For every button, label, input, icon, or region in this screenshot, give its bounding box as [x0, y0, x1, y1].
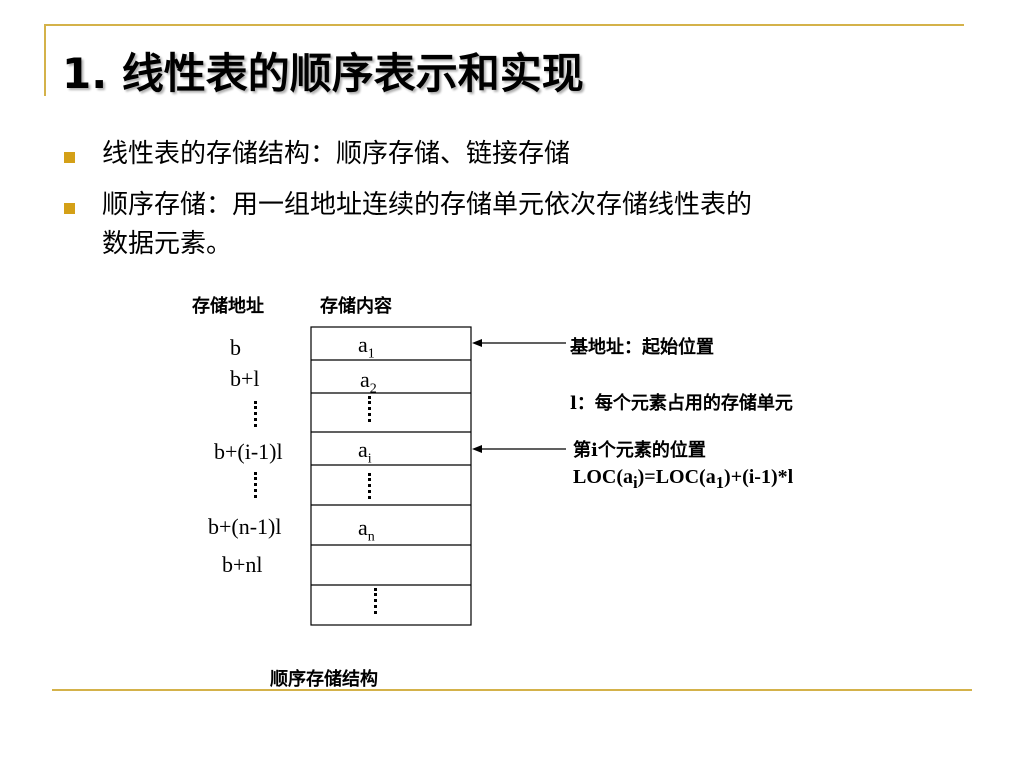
- left-divider: [44, 24, 46, 96]
- annotation-ith-position: 第i个元素的位置: [573, 440, 706, 461]
- bullet-2-text-cont: 数据元素。: [102, 229, 233, 259]
- address-b-nl: b+nl: [222, 552, 263, 577]
- address-b-plus-l: b+l: [230, 366, 260, 391]
- arrow-ith-head: [472, 445, 482, 453]
- cell-an: an: [358, 515, 375, 545]
- annotation-base-address: 基地址：起始位置: [570, 337, 714, 358]
- header-content: 存储内容: [320, 296, 392, 317]
- arrow-base-head: [472, 339, 482, 347]
- memory-block-outline: [310, 326, 472, 626]
- formula-loc: LOC(ai)=LOC(a1)+(i-1)*l: [573, 466, 794, 492]
- cell-a1: a1: [358, 332, 375, 362]
- vertical-ellipsis-icon: [254, 472, 260, 498]
- cell-ai: ai: [358, 437, 372, 467]
- annotation-element-size: l：每个元素占用的存储单元: [570, 393, 793, 414]
- header-address: 存储地址: [192, 296, 264, 317]
- bottom-divider: [52, 689, 972, 691]
- bullet-square-icon: [64, 203, 75, 214]
- vertical-ellipsis-icon: [368, 396, 374, 422]
- vertical-ellipsis-icon: [254, 401, 260, 427]
- address-b-n-1-l: b+(n-1)l: [208, 514, 282, 539]
- diagram-caption: 顺序存储结构: [270, 669, 378, 690]
- vertical-ellipsis-icon: [368, 473, 374, 499]
- cell-a2: a2: [360, 367, 377, 397]
- bullet-square-icon: [64, 152, 75, 163]
- vertical-ellipsis-icon: [374, 588, 380, 614]
- bullet-1-text: 线性表的存储结构：顺序存储、链接存储: [102, 139, 571, 169]
- address-b-i-1-l: b+(i-1)l: [214, 439, 283, 464]
- address-b: b: [230, 335, 241, 360]
- top-divider: [44, 24, 964, 26]
- slide-title: 1. 线性表的顺序表示和实现: [62, 49, 584, 98]
- bullet-2-text: 顺序存储：用一组地址连续的存储单元依次存储线性表的: [102, 190, 753, 220]
